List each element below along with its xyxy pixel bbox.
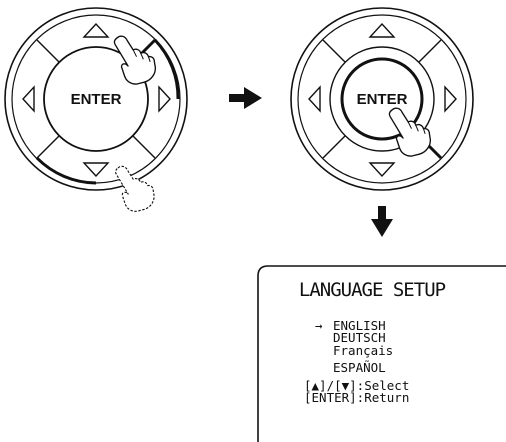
language-option-english[interactable]: ENGLISH [333,318,386,333]
menu-title: LANGUAGE SETUP [299,279,446,301]
right-arrow-icon[interactable] [444,85,457,113]
up-arrow-icon[interactable] [82,22,110,38]
down-arrow-icon[interactable] [368,162,396,178]
help-select: [▲]/[▼]:Select [304,378,409,393]
up-arrow-icon[interactable] [368,22,396,38]
selection-cursor: → [315,318,323,333]
language-option-espanol[interactable]: ESPAÑOL [333,360,386,375]
left-arrow-icon[interactable] [308,85,321,113]
ghost-hand-icon [115,165,155,212]
enter-button-label[interactable]: ENTER [357,91,408,108]
right-arrow-icon[interactable] [158,85,171,113]
remote-dpad-left: ENTER [4,7,188,212]
language-option-francais[interactable]: Français [333,343,393,358]
flow-arrow-right-icon [229,87,262,109]
language-option-deutsch[interactable]: DEUTSCH [333,330,386,345]
help-return: [ENTER]:Return [304,390,409,405]
remote-dpad-right: ENTER [290,7,474,191]
down-arrow-icon[interactable] [82,162,110,178]
menu-screen: LANGUAGE SETUP → ENGLISH DEUTSCH Françai… [257,265,506,442]
left-arrow-icon[interactable] [22,85,35,113]
flow-arrow-down-icon [371,206,393,237]
enter-button-label[interactable]: ENTER [71,91,122,108]
